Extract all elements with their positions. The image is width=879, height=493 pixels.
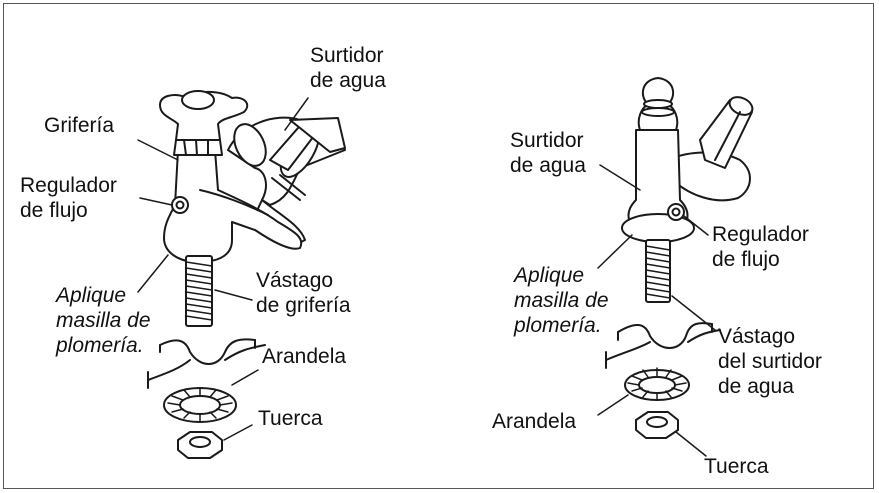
right-spout-label-line1: Surtidor (510, 129, 584, 152)
right-putty-label-line1: Aplique (514, 264, 585, 287)
left-faucet-assembly (137, 90, 346, 459)
left-nut-label: Tuerca (258, 407, 323, 430)
left-flow-regulator-label-line1: Regulador (20, 174, 117, 197)
right-sprayer-assembly (597, 77, 754, 457)
left-stem-label-line2: de grifería (256, 294, 351, 317)
left-putty-label-line3: plomería. (56, 334, 144, 357)
right-putty-label-line2: masilla de (514, 289, 609, 312)
right-stem-label-line2: del surtidor (718, 350, 822, 373)
right-putty-label-line3: plomería. (514, 314, 602, 337)
right-stem-label-line3: de agua (718, 375, 794, 398)
right-stem-label-line1: Vástago (718, 325, 796, 348)
right-washer-label: Arandela (492, 410, 577, 433)
left-faucet-label: Grifería (44, 114, 115, 137)
left-flow-regulator-label-line2: de flujo (20, 199, 88, 222)
right-spout-label-line2: de agua (510, 154, 586, 177)
right-nut-label: Tuerca (704, 455, 769, 478)
left-spout-label-line2: de agua (310, 69, 386, 92)
left-putty-label-line2: masilla de (56, 309, 151, 332)
right-flow-regulator-label-line1: Regulador (712, 223, 809, 246)
left-washer-label: Arandela (262, 345, 347, 368)
left-putty-label-line1: Aplique (56, 284, 127, 307)
left-stem-label-line1: Vástago (256, 269, 334, 292)
diagram-frame (3, 3, 874, 489)
right-flow-regulator-label-line2: de flujo (712, 248, 780, 271)
left-spout-label-line1: Surtidor (310, 44, 384, 67)
